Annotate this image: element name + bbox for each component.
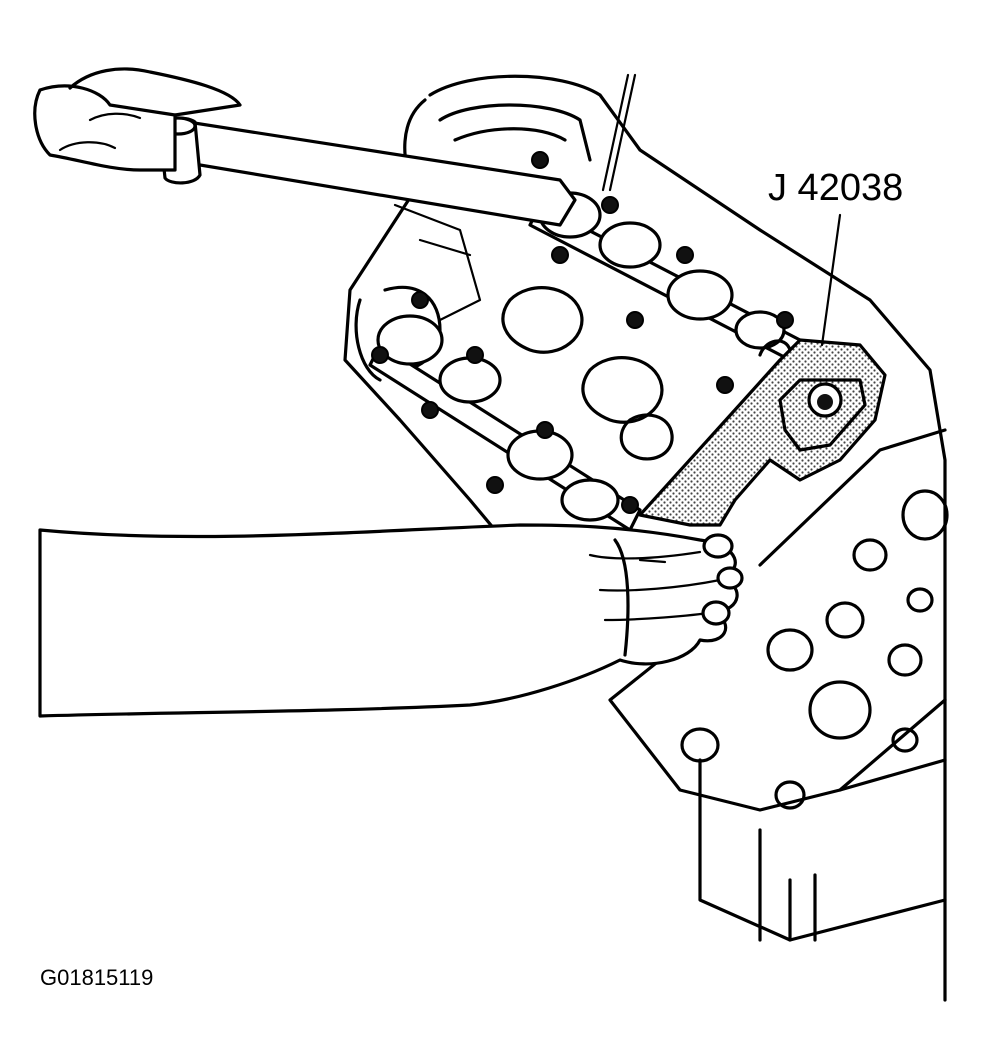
figure-id: G01815119 [40,965,153,990]
camshaft-upper [528,151,802,394]
upper-hand [33,67,242,172]
wrench [158,116,577,227]
callout-leader [820,213,842,347]
cylinder-head [343,74,949,1002]
lower-hand [38,523,744,718]
timing-tool-j42038 [638,338,887,527]
probe-line-2 [601,73,630,192]
tool-callout-label: J 42038 [768,167,903,209]
bearing-caps [501,286,674,461]
probe-line [608,73,637,192]
camshaft-lower [368,291,642,532]
